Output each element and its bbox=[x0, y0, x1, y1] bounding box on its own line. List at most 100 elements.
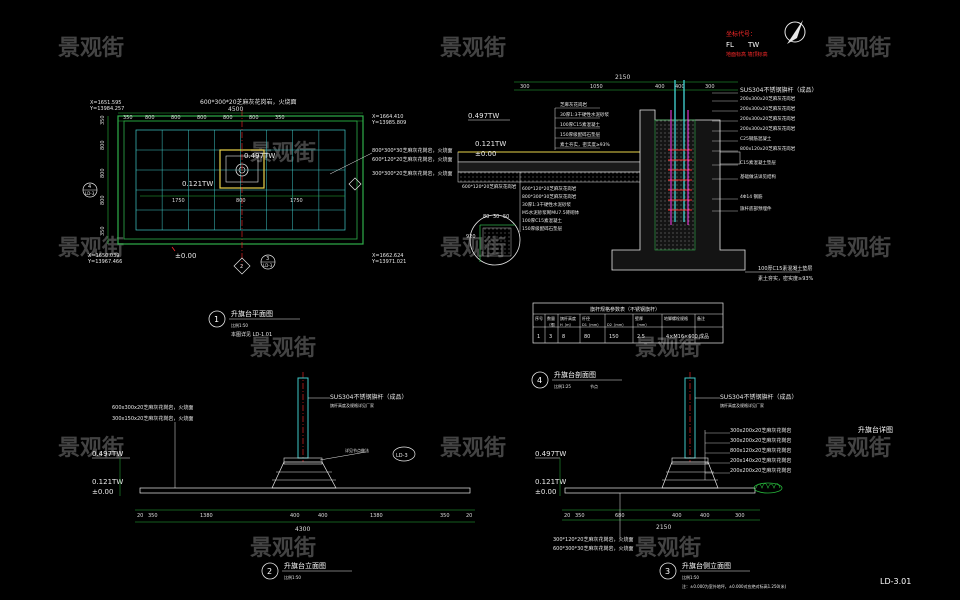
dim-text: 350 bbox=[123, 115, 133, 121]
drawing-number-3 bbox=[659, 562, 677, 580]
drawing-number-text: 1 bbox=[214, 315, 219, 324]
section-el-floor: ±0.00 bbox=[475, 150, 496, 158]
section-callout-right: 3 LD-3 bbox=[260, 254, 276, 270]
side-el-mid: 0.121TW bbox=[535, 478, 566, 486]
table-cell: 1 bbox=[537, 334, 540, 340]
front-note-2: 300x150x20芝麻灰花岗岩，火烧面 bbox=[112, 415, 193, 422]
section-el-top: 0.497TW bbox=[468, 112, 499, 120]
dim-text: 400 bbox=[675, 84, 685, 90]
front-detail-note: 详见节点做法 bbox=[345, 447, 369, 453]
svg-text:4: 4 bbox=[88, 184, 91, 190]
svg-text:30: 30 bbox=[493, 214, 499, 220]
svg-text:3: 3 bbox=[266, 256, 269, 262]
section-scale: 比例1:25 bbox=[554, 383, 571, 389]
table-title: 旗杆规格参数表（不锈钢旗杆） bbox=[590, 306, 660, 313]
section-note: SUS304不锈钢旗杆（成品） bbox=[740, 86, 817, 94]
watermark: 景观街 bbox=[250, 140, 316, 166]
dim-text: 1750 bbox=[172, 198, 185, 204]
svg-text:2: 2 bbox=[267, 567, 272, 576]
plan-el-floor: ±0.00 bbox=[175, 252, 196, 260]
dim-text: 1380 bbox=[370, 513, 383, 519]
dim-text: 300 bbox=[520, 84, 530, 90]
section-note: 800*300*30芝麻灰花岗岩 bbox=[522, 193, 577, 200]
front-pole-note-2: 旗杆高度及规格详见厂家 bbox=[330, 402, 374, 408]
table-header: 数量 bbox=[547, 315, 555, 321]
coord-code-label: 坐标代号： bbox=[726, 30, 756, 38]
svg-text:920: 920 bbox=[466, 234, 476, 240]
section-bottom-notes: 600*120*20芝麻灰花岗岩800*300*30芝麻灰花岗岩30厚1:3干硬… bbox=[462, 183, 580, 232]
table-subheader: D1（mm） bbox=[582, 322, 601, 327]
watermark: 景观街 bbox=[440, 35, 506, 61]
plan-index: 本图详见 LD-1.01 bbox=[231, 331, 272, 338]
section-callout-top bbox=[348, 177, 362, 191]
dim-text: 300 bbox=[705, 84, 715, 90]
table-subheader: （mm） bbox=[635, 322, 649, 327]
front-note-1: 600x300x20芝麻灰花岗岩，火烧面 bbox=[112, 404, 193, 411]
dim-text: 400 bbox=[318, 513, 328, 519]
side-note: 200x140x20芝麻灰花岗岩 bbox=[730, 457, 791, 464]
watermark: 景观街 bbox=[58, 435, 124, 461]
dim-text: 300 bbox=[735, 513, 745, 519]
table-header: 杆径 bbox=[582, 315, 590, 321]
north-arrow-icon bbox=[784, 21, 806, 43]
dim-text: 400 bbox=[655, 84, 665, 90]
dim-text: 20 bbox=[466, 513, 472, 519]
dim-text: 800 bbox=[100, 140, 106, 150]
table-cell: 150 bbox=[609, 334, 619, 340]
front-el-mid: 0.121TW bbox=[92, 478, 123, 486]
drawing-number-4 bbox=[531, 371, 549, 389]
table-subheader: H（m） bbox=[560, 322, 573, 327]
svg-text:4: 4 bbox=[537, 376, 542, 385]
table-header: 序号 bbox=[535, 315, 543, 321]
section-note: 200x300x20芝麻灰花岗岩 bbox=[740, 105, 796, 112]
section-note: 150厚级配碎石垫层 bbox=[560, 131, 601, 138]
dim-text: 350 bbox=[440, 513, 450, 519]
svg-text:LD-3: LD-3 bbox=[85, 191, 95, 196]
table-cell: 4×M16×600 bbox=[666, 334, 698, 340]
watermark: 景观街 bbox=[825, 435, 891, 461]
plan-note-1: 800*300*30芝麻灰花岗岩，火烧面 bbox=[372, 147, 452, 154]
dim-text: 350 bbox=[575, 513, 585, 519]
watermark: 景观街 bbox=[250, 535, 316, 561]
side-note: 300x200x20芝麻灰花岗岩 bbox=[730, 437, 791, 444]
watermarks: 景观街 景观街 景观街 景观街 景观街 景观街 景观街 景观街 景观街 景观街 … bbox=[58, 35, 891, 561]
dim-text: 400 bbox=[290, 513, 300, 519]
drawing-number-1 bbox=[208, 310, 226, 328]
side-elevation: SUS304不锈钢旗杆（成品） 旗杆高度及规格详见厂家 300x200x20芝麻… bbox=[535, 372, 797, 589]
fl-label: FL bbox=[726, 41, 734, 49]
side-scale: 比例1:50 bbox=[682, 574, 699, 580]
table-header: 壁厚 bbox=[635, 315, 643, 321]
dim-text: 20 bbox=[564, 513, 570, 519]
drawing-number-2 bbox=[261, 562, 279, 580]
watermark: 景观街 bbox=[635, 535, 701, 561]
dim-text: 350 bbox=[100, 115, 106, 125]
section-note: 200x300x20芝麻灰花岗岩 bbox=[740, 95, 796, 102]
section-left-notes: 芝麻灰花岗岩30厚1:3干硬性水泥砂浆100厚C15素混凝土150厚级配碎石垫层… bbox=[555, 101, 610, 149]
section-title: 升旗台剖面图 bbox=[554, 370, 596, 379]
section-note: 100厚C15素混凝土 bbox=[560, 121, 600, 128]
front-elevation: 600x300x20芝麻灰花岗岩，火烧面 300x150x20芝麻灰花岗岩，火烧… bbox=[92, 372, 475, 580]
table-cell: 2.5 bbox=[637, 334, 645, 340]
watermark: 景观街 bbox=[440, 435, 506, 461]
watermark: 景观街 bbox=[825, 235, 891, 261]
dim-text: 350 bbox=[148, 513, 158, 519]
section-note: 200x300x20芝麻灰花岗岩 bbox=[740, 125, 796, 132]
watermark: 景观街 bbox=[58, 35, 124, 61]
side-footnote: 注：±0.000为室外地坪，±0.000对应绝对标高1.250(米) bbox=[682, 583, 787, 589]
table-cell: 3 bbox=[549, 334, 552, 340]
dim-text: 800 bbox=[171, 115, 181, 121]
dim-text: 400 bbox=[700, 513, 710, 519]
section-note: 100厚C15素混凝土 bbox=[522, 217, 562, 224]
sheet-label: 升旗台详图 bbox=[858, 425, 893, 434]
dim-text: 1050 bbox=[590, 84, 603, 90]
section-note: 150厚级配碎石垫层 bbox=[522, 225, 563, 232]
table-subheader: （根） bbox=[547, 322, 558, 327]
section-callout-bottom: 2 bbox=[233, 257, 251, 275]
watermark: 景观街 bbox=[825, 35, 891, 61]
section-note: C25钢筋混凝土 bbox=[740, 135, 772, 142]
